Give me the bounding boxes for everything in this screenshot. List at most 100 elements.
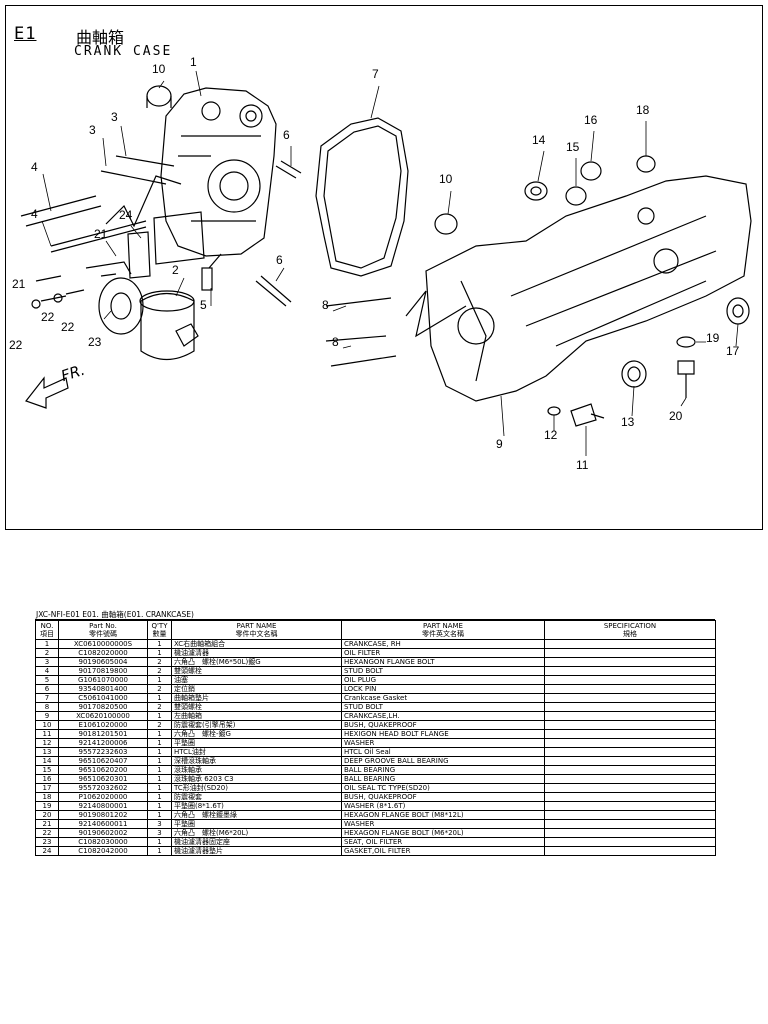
cell-part-no: 90181201501 (58, 729, 148, 739)
bearing-drawing (524, 181, 548, 201)
callout-label: 18 (636, 103, 650, 117)
cell-qty: 1 (147, 792, 172, 802)
callout-label: 8 (332, 335, 339, 349)
cell-name-en: BALL BEARING (341, 765, 545, 775)
cell-name-cn: 機油濾清器固定座 (171, 837, 342, 847)
cell-qty: 2 (147, 657, 172, 667)
cell-name-cn: 滾珠軸承 (171, 765, 342, 775)
cell-qty: 2 (147, 684, 172, 694)
callout-label: 3 (111, 110, 118, 124)
cell-spec (544, 648, 716, 658)
cell-spec (544, 819, 716, 829)
cell-name-en: GASKET,OIL FILTER (341, 846, 545, 856)
callout-label: 21 (12, 277, 26, 291)
cell-name-en: DEEP GROOVE BALL BEARING (341, 756, 545, 766)
cell-name-cn: 防震襯套(引擎吊架) (171, 720, 342, 730)
callout-label: 10 (439, 172, 453, 186)
cell-name-cn: HTCL油封 (171, 747, 342, 757)
callout-label: 9 (496, 437, 503, 451)
cell-name-en: CRANKCASE, RH (341, 639, 545, 649)
cell-qty: 1 (147, 639, 172, 649)
cell-name-cn: 雙頭螺栓 (171, 702, 342, 712)
cell-qty: 1 (147, 801, 172, 811)
cell-part-no: C1082030000 (58, 837, 148, 847)
cell-no: 4 (35, 666, 59, 676)
cell-name-cn: 滾珠軸承 6203 C3 (171, 774, 342, 784)
cell-name-en: Crankcase Gasket (341, 693, 545, 703)
cell-no: 5 (35, 675, 59, 685)
cell-name-en: WASHER (341, 738, 545, 748)
callout-label: 22 (9, 338, 23, 352)
crankcase-gasket-drawing (315, 117, 409, 277)
cell-part-no: E1061020000 (58, 720, 148, 730)
cell-spec (544, 810, 716, 820)
crankcase-illustration (20, 70, 752, 456)
callout-label: 16 (584, 113, 598, 127)
cell-qty: 1 (147, 648, 172, 658)
cell-name-cn: 防震襯套 (171, 792, 342, 802)
cell-name-cn: 雙頭螺栓 (171, 666, 342, 676)
callout-label: 15 (566, 140, 580, 154)
cell-name-cn: 六角凸 螺栓(M6*50L)鍍G (171, 657, 342, 667)
cell-part-no: XC0610000000S (58, 639, 148, 649)
cell-name-en: OIL FILTER (341, 648, 545, 658)
callout-label: 12 (544, 428, 558, 442)
cell-name-en: OIL PLUG (341, 675, 545, 685)
cell-name-en: STUD BOLT (341, 666, 545, 676)
cell-part-no: 90190605004 (58, 657, 148, 667)
callout-label: 24 (119, 208, 133, 222)
callout-label: 22 (41, 310, 55, 324)
parts-list-title: JXC-NFI-E01 E01. 曲軸箱(E01. CRANKCASE) (35, 610, 715, 620)
callout-label: 4 (31, 207, 38, 221)
callout-label: 10 (152, 62, 166, 76)
cell-spec (544, 729, 716, 739)
cell-name-cn: 定位銷 (171, 684, 342, 694)
cell-name-en: HEXANGON FLANGE BOLT (341, 657, 545, 667)
cell-part-no: G1061070000 (58, 675, 148, 685)
header-part-no: Part No.零件號碼 (58, 620, 148, 640)
cell-spec (544, 828, 716, 838)
cell-spec (544, 711, 716, 721)
cell-spec (544, 720, 716, 730)
cell-name-en: HEXIGON HEAD BOLT FLANGE (341, 729, 545, 739)
cell-name-en: STUD BOLT (341, 702, 545, 712)
cell-no: 11 (35, 729, 59, 739)
cell-qty: 1 (147, 675, 172, 685)
cell-spec (544, 666, 716, 676)
cell-spec (544, 756, 716, 766)
cell-qty: 3 (147, 819, 172, 829)
cell-no: 2 (35, 648, 59, 658)
callout-label: 6 (276, 253, 283, 267)
cell-name-cn: 左曲軸箱 (171, 711, 342, 721)
cell-no: 1 (35, 639, 59, 649)
cell-spec (544, 801, 716, 811)
cell-name-cn: 機油濾清器墊片 (171, 846, 342, 856)
cell-qty: 1 (147, 810, 172, 820)
cell-spec (544, 738, 716, 748)
callout-label: 2 (172, 263, 179, 277)
cell-part-no: 90170820500 (58, 702, 148, 712)
cell-name-cn: 平墊圈(8*1.6T) (171, 801, 342, 811)
cell-qty: 3 (147, 828, 172, 838)
cell-name-en: BUSH, QUAKEPROOF (341, 720, 545, 730)
filter-bracket-drawing (153, 211, 205, 265)
cell-part-no: P1062020000 (58, 792, 148, 802)
cell-qty: 1 (147, 765, 172, 775)
cell-qty: 1 (147, 747, 172, 757)
callout-label: 4 (31, 160, 38, 174)
cell-part-no: C5061041000 (58, 693, 148, 703)
